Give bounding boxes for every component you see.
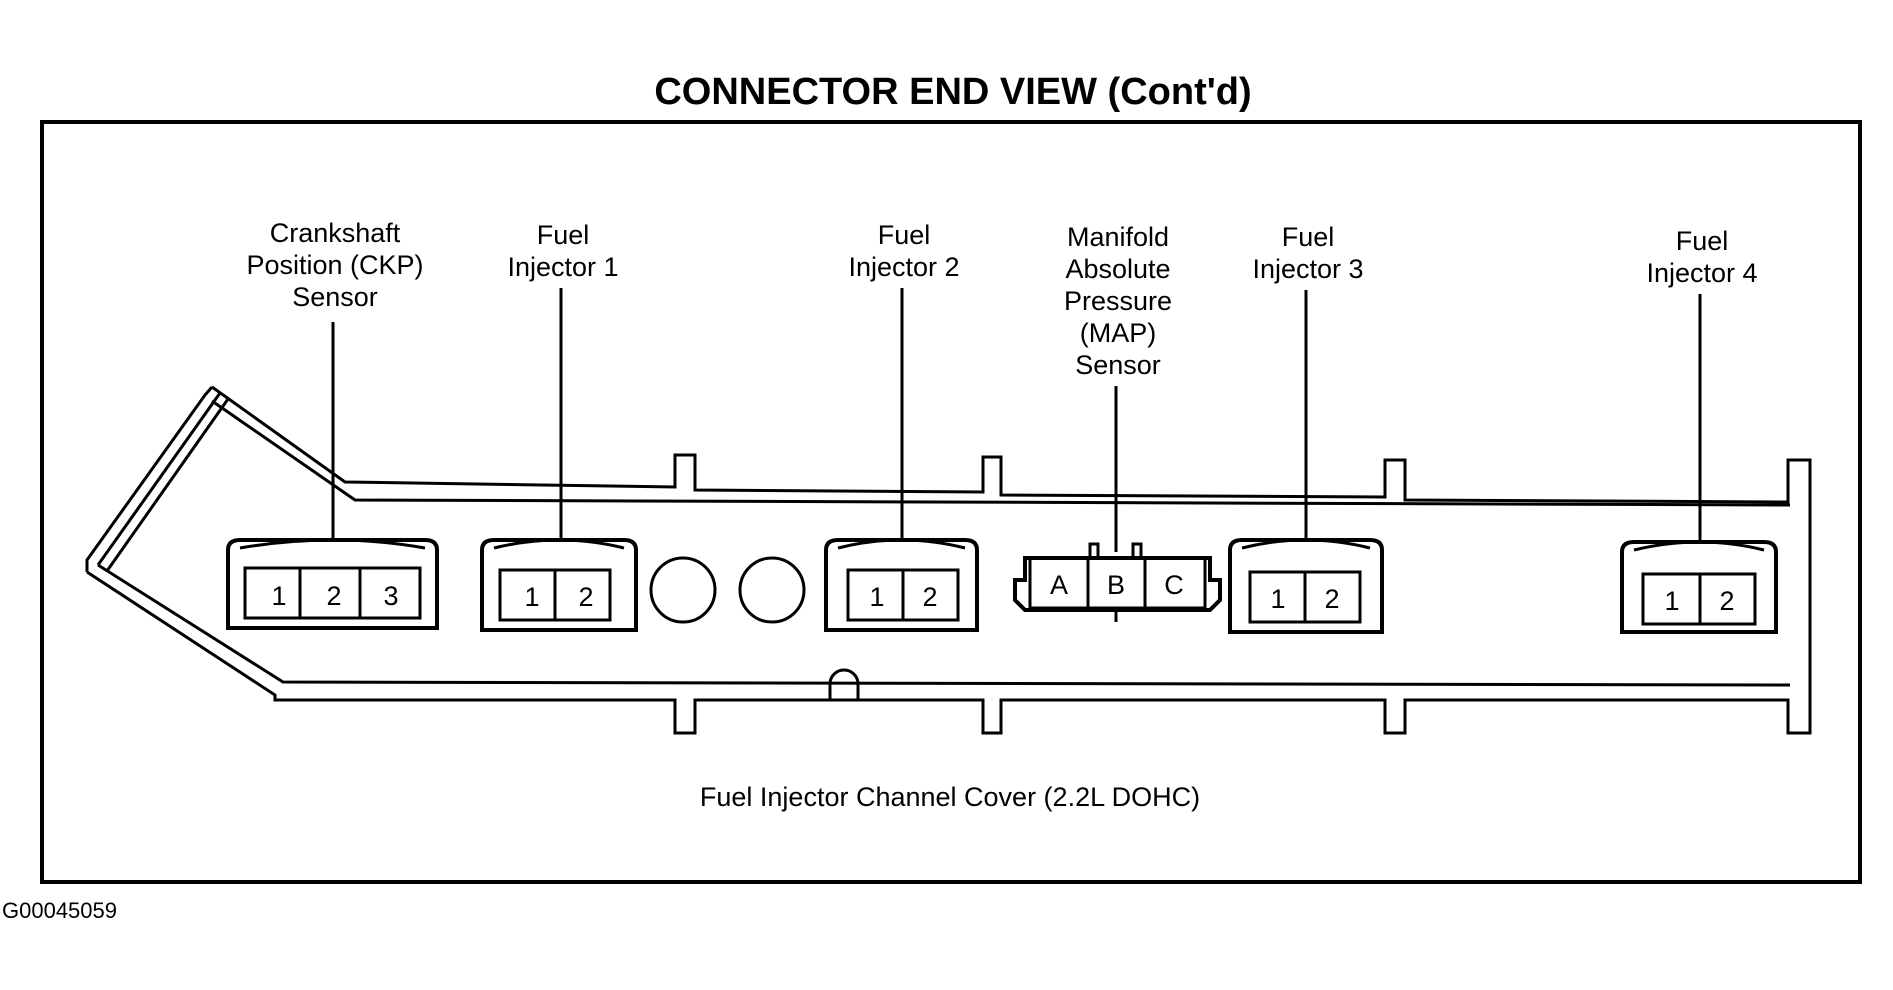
map-sensor-connector: Manifold Absolute Pressure (MAP) Sensor … xyxy=(1013,222,1222,622)
svg-text:Injector 3: Injector 3 xyxy=(1252,254,1363,284)
svg-text:Fuel: Fuel xyxy=(537,220,590,250)
svg-text:Injector 4: Injector 4 xyxy=(1646,258,1757,288)
inj4-pin-1: 1 xyxy=(1664,586,1679,616)
svg-text:Absolute: Absolute xyxy=(1065,254,1170,284)
channel-hole-2 xyxy=(738,556,806,624)
fuel-injector-2-connector: Fuel Injector 2 1 2 xyxy=(824,220,979,632)
inj1-pin-1: 1 xyxy=(524,582,539,612)
figure-id: G00045059 xyxy=(2,898,117,923)
svg-text:Crankshaft: Crankshaft xyxy=(270,218,401,248)
inj4-pin-2: 2 xyxy=(1719,586,1734,616)
svg-text:Position (CKP): Position (CKP) xyxy=(246,250,423,280)
map-pin-a: A xyxy=(1050,570,1068,600)
map-pin-c: C xyxy=(1164,570,1184,600)
svg-text:Injector 2: Injector 2 xyxy=(848,252,959,282)
fuel-injector-1-connector: Fuel Injector 1 1 2 xyxy=(480,220,638,632)
ckp-pin-3: 3 xyxy=(383,581,398,611)
svg-text:Manifold: Manifold xyxy=(1067,222,1169,252)
svg-text:Sensor: Sensor xyxy=(292,282,378,312)
channel-cover xyxy=(85,385,1812,735)
inj2-pin-2: 2 xyxy=(922,582,937,612)
ckp-pin-2: 2 xyxy=(326,581,341,611)
diagram-caption: Fuel Injector Channel Cover (2.2L DOHC) xyxy=(700,782,1200,812)
ckp-connector: Crankshaft Position (CKP) Sensor 1 2 3 xyxy=(226,218,439,630)
svg-text:Fuel: Fuel xyxy=(1282,222,1335,252)
fuel-injector-3-connector: Fuel Injector 3 1 2 xyxy=(1228,222,1384,634)
diagram-title: CONNECTOR END VIEW (Cont'd) xyxy=(654,71,1251,113)
svg-text:Injector 1: Injector 1 xyxy=(507,252,618,282)
ckp-pin-1: 1 xyxy=(271,581,286,611)
channel-hole-1 xyxy=(649,556,717,624)
svg-text:(MAP): (MAP) xyxy=(1080,318,1157,348)
fuel-injector-4-connector: Fuel Injector 4 1 2 xyxy=(1620,226,1778,634)
svg-text:Pressure: Pressure xyxy=(1064,286,1172,316)
diagram-frame xyxy=(40,120,1862,884)
svg-text:Fuel: Fuel xyxy=(1676,226,1729,256)
inj3-pin-1: 1 xyxy=(1270,584,1285,614)
inj2-pin-1: 1 xyxy=(869,582,884,612)
svg-text:Fuel: Fuel xyxy=(878,220,931,250)
inj3-pin-2: 2 xyxy=(1324,584,1339,614)
map-pin-b: B xyxy=(1107,570,1125,600)
inj1-pin-2: 2 xyxy=(578,582,593,612)
svg-text:Sensor: Sensor xyxy=(1075,350,1161,380)
